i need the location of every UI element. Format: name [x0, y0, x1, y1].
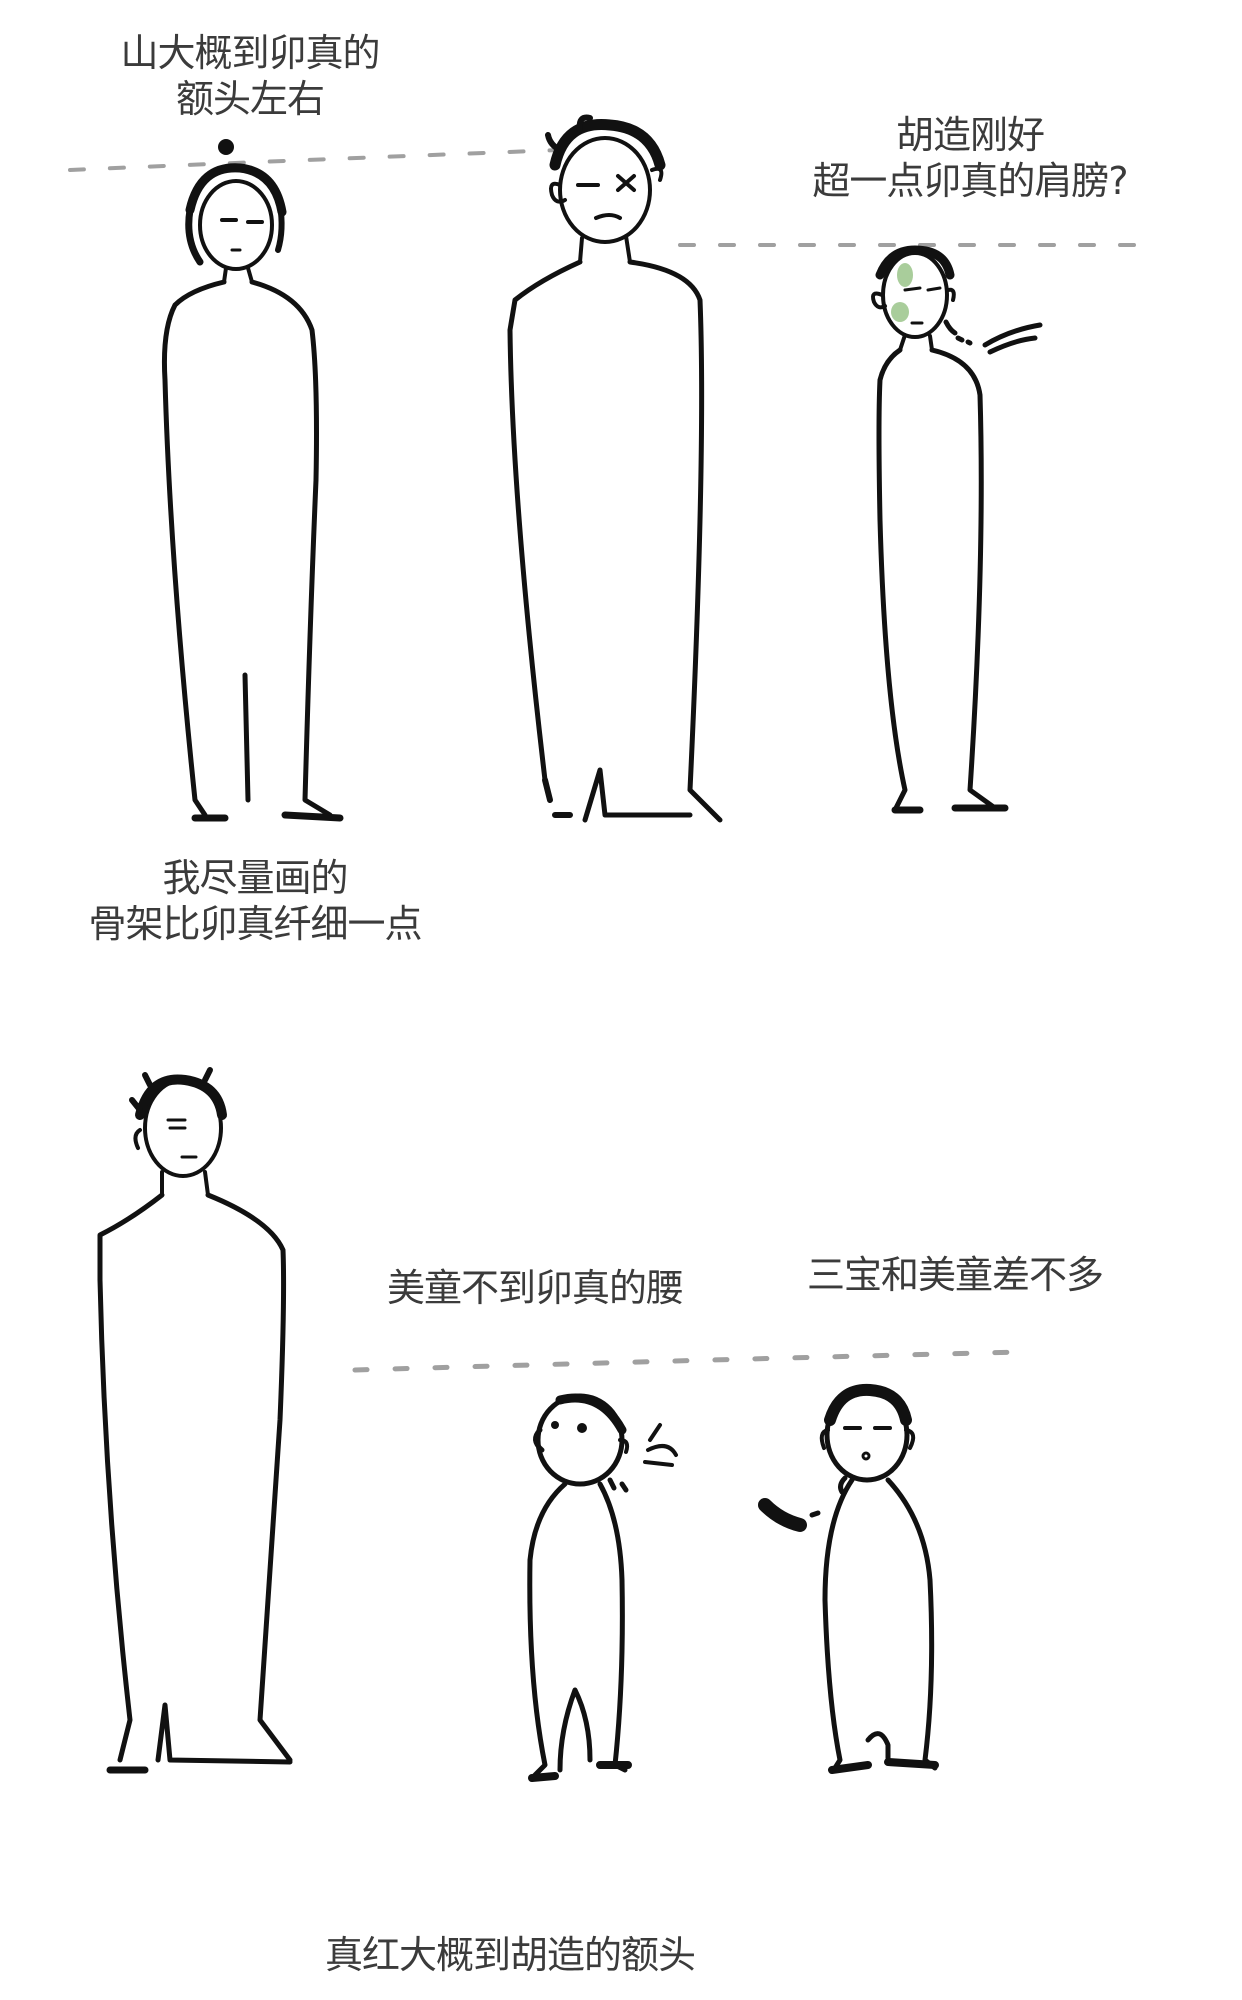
caption-line: 超一点卯真的肩膀?	[812, 159, 1128, 203]
figure-topknot	[161, 139, 344, 822]
caption-line: 山大概到卯真的	[120, 31, 380, 75]
caption-line: 骨架比卯真纤细一点	[88, 902, 422, 946]
caption-zhenhong-forehead: 真红大概到胡造的额头	[290, 1932, 730, 1978]
caption-line: 额头左右	[175, 77, 325, 121]
caption-huzao-shoulder: 胡造刚好 超一点卯真的肩膀?	[770, 112, 1170, 204]
caption-sanbao-similar: 三宝和美童差不多	[780, 1252, 1130, 1298]
figure-small-bald	[527, 1393, 678, 1782]
caption-slender-frame: 我尽量画的 骨架比卯真纤细一点	[55, 855, 455, 947]
caption-line: 胡造刚好	[895, 113, 1045, 157]
caption-line: 三宝和美童差不多	[806, 1253, 1104, 1297]
caption-line: 我尽量画的	[162, 856, 348, 900]
figure-tall-lower	[97, 1067, 293, 1774]
caption-line: 真红大概到胡造的额头	[324, 1933, 696, 1977]
caption-meitong-waist: 美童不到卯真的腰	[360, 1265, 710, 1311]
caption-shanda-forehead: 山大概到卯真的 额头左右	[90, 30, 410, 122]
height-guide-line-bottom	[352, 1349, 1023, 1373]
figure-tall-messy-hair	[507, 114, 723, 823]
height-guide-line-top	[68, 148, 562, 172]
figure-small-bowl-cut	[758, 1383, 939, 1774]
figure-green-blush	[871, 245, 1043, 814]
caption-line: 美童不到卯真的腰	[386, 1266, 684, 1310]
